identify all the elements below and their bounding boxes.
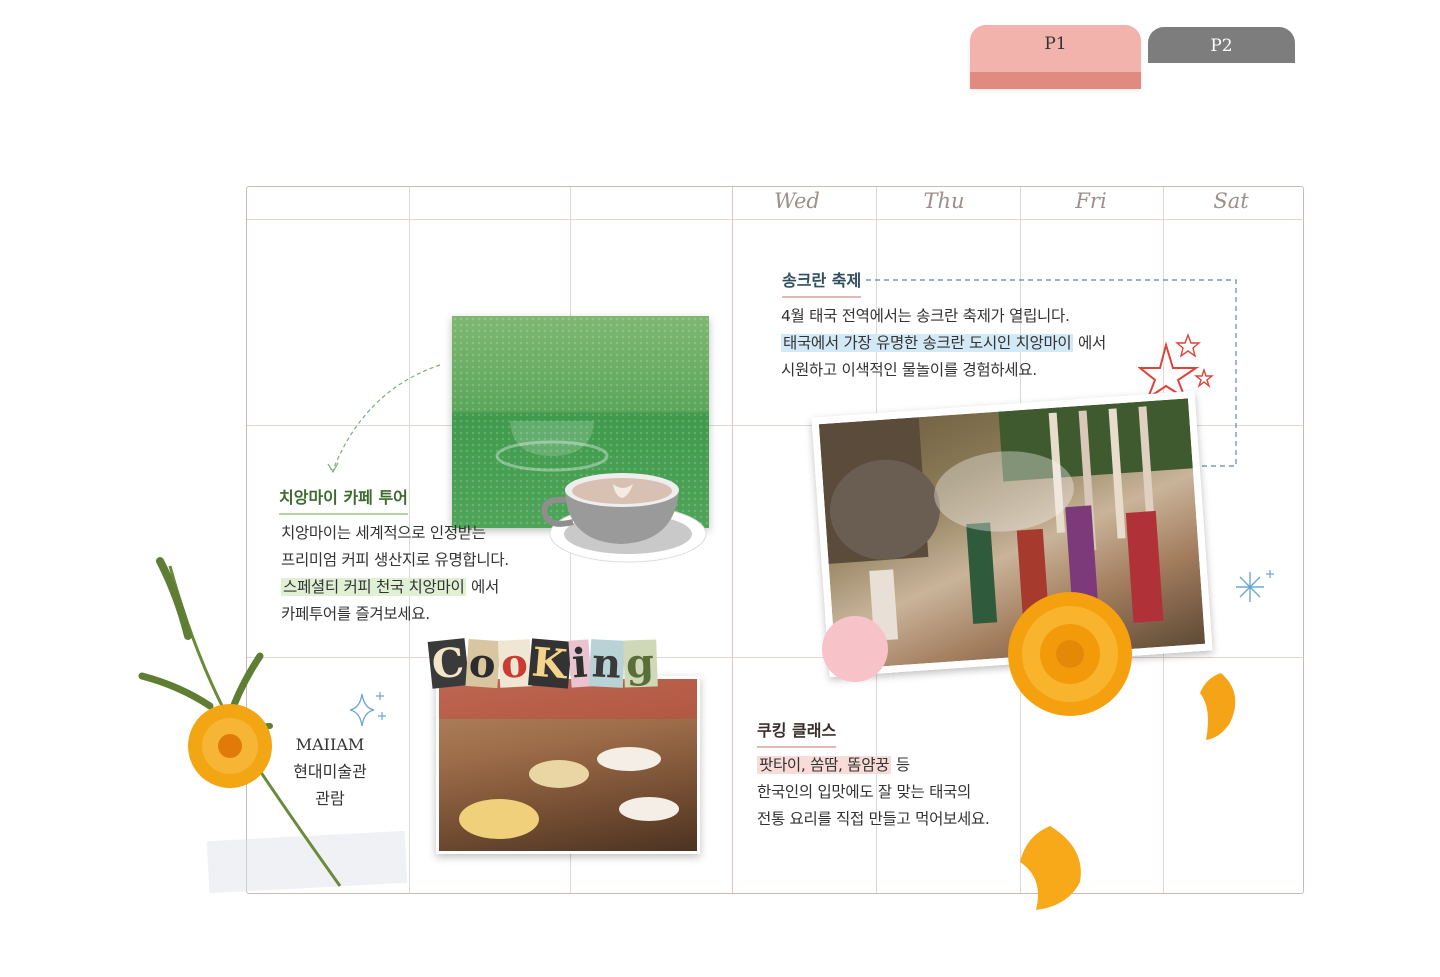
cooking-collage-label: CooKing (427, 638, 659, 689)
tab-p1-band (970, 72, 1141, 89)
day-wed: Wed (774, 189, 820, 213)
songkran-description: 4월 태국 전역에서는 송크란 축제가 열립니다. 태국에서 가장 유명한 송크… (781, 303, 1106, 384)
dashed-arrow-icon (327, 364, 441, 474)
museum-line2: 현대미술관 (293, 762, 367, 781)
center-fold (732, 187, 733, 893)
sparkle-icon (1236, 570, 1274, 602)
cooking-letter: C (427, 638, 470, 689)
divider (409, 187, 410, 893)
cafe-line2: 프리미엄 커피 생산지로 유명합니다. (281, 551, 509, 569)
divider (732, 219, 1302, 220)
tab-p1[interactable]: P1 (970, 25, 1141, 89)
cafe-line3-suffix: 에서 (466, 578, 499, 596)
star-doodle-icon (1138, 333, 1214, 400)
day-sat: Sat (1213, 189, 1249, 213)
petal-icon (1020, 826, 1081, 910)
pink-circle-decoration (822, 616, 888, 682)
divider (247, 657, 1303, 658)
songkran-highlight: 태국에서 가장 유명한 송크란 도시인 치앙마이 (781, 334, 1074, 352)
divider (247, 219, 732, 220)
songkran-title: 송크란 축제 (782, 267, 862, 298)
songkran-line2-suffix: 에서 (1073, 334, 1106, 352)
cooking-line1-suffix: 등 (891, 756, 910, 774)
cooking-line3: 전통 요리를 직접 만들고 먹어보세요. (757, 810, 990, 828)
cooking-letter: o (465, 638, 501, 689)
cafe-tour-title: 치앙마이 카페 투어 (279, 484, 408, 515)
cooking-class-photo (436, 676, 700, 854)
songkran-line3: 시원하고 이색적인 물놀이를 경험하세요. (781, 361, 1037, 379)
cooking-line2: 한국인의 입맛에도 잘 맞는 태국의 (757, 783, 971, 801)
petal-icon (1200, 673, 1236, 740)
cafe-line4: 카페투어를 즐겨보세요. (281, 605, 430, 623)
tab-p2-label: P2 (1210, 36, 1233, 56)
cooking-letter: K (528, 638, 572, 689)
tab-p1-label: P1 (1044, 34, 1067, 54)
cooking-letter: o (497, 639, 532, 688)
marigold-flower-icon (1008, 592, 1132, 716)
day-thu: Thu (923, 189, 965, 213)
cafe-highlight: 스페셜티 커피 천국 치앙마이 (281, 578, 467, 596)
cafe-tour-description: 치앙마이는 세계적으로 인정받는 프리미엄 커피 생산지로 유명합니다. 스페셜… (281, 520, 509, 628)
cooking-class-description: 팟타이, 쏨땀, 똠얌꿍 등 한국인의 입맛에도 잘 맞는 태국의 전통 요리를… (757, 752, 990, 833)
coffee-cup-icon (541, 473, 707, 563)
flower-branch-icon (138, 557, 342, 887)
day-fri: Fri (1075, 189, 1107, 213)
museum-line3: 관람 (315, 789, 345, 808)
sparkle-icon (350, 692, 386, 727)
divider (247, 425, 1303, 426)
museum-note: MAIIAM 현대미술관 관람 (277, 731, 383, 812)
tab-p2[interactable]: P2 (1148, 27, 1295, 63)
cooking-highlight: 팟타이, 쏨땀, 똠얌꿍 (757, 756, 892, 774)
cooking-class-title: 쿠킹 클래스 (757, 717, 837, 748)
museum-line1: MAIIAM (295, 735, 365, 754)
songkran-line1: 4월 태국 전역에서는 송크란 축제가 열립니다. (781, 307, 1070, 325)
cooking-letter: n (588, 639, 626, 688)
cafe-line1: 치앙마이는 세계적으로 인정받는 (281, 524, 486, 542)
songkran-festival-photo (811, 390, 1213, 678)
cooking-letter: g (623, 639, 659, 688)
